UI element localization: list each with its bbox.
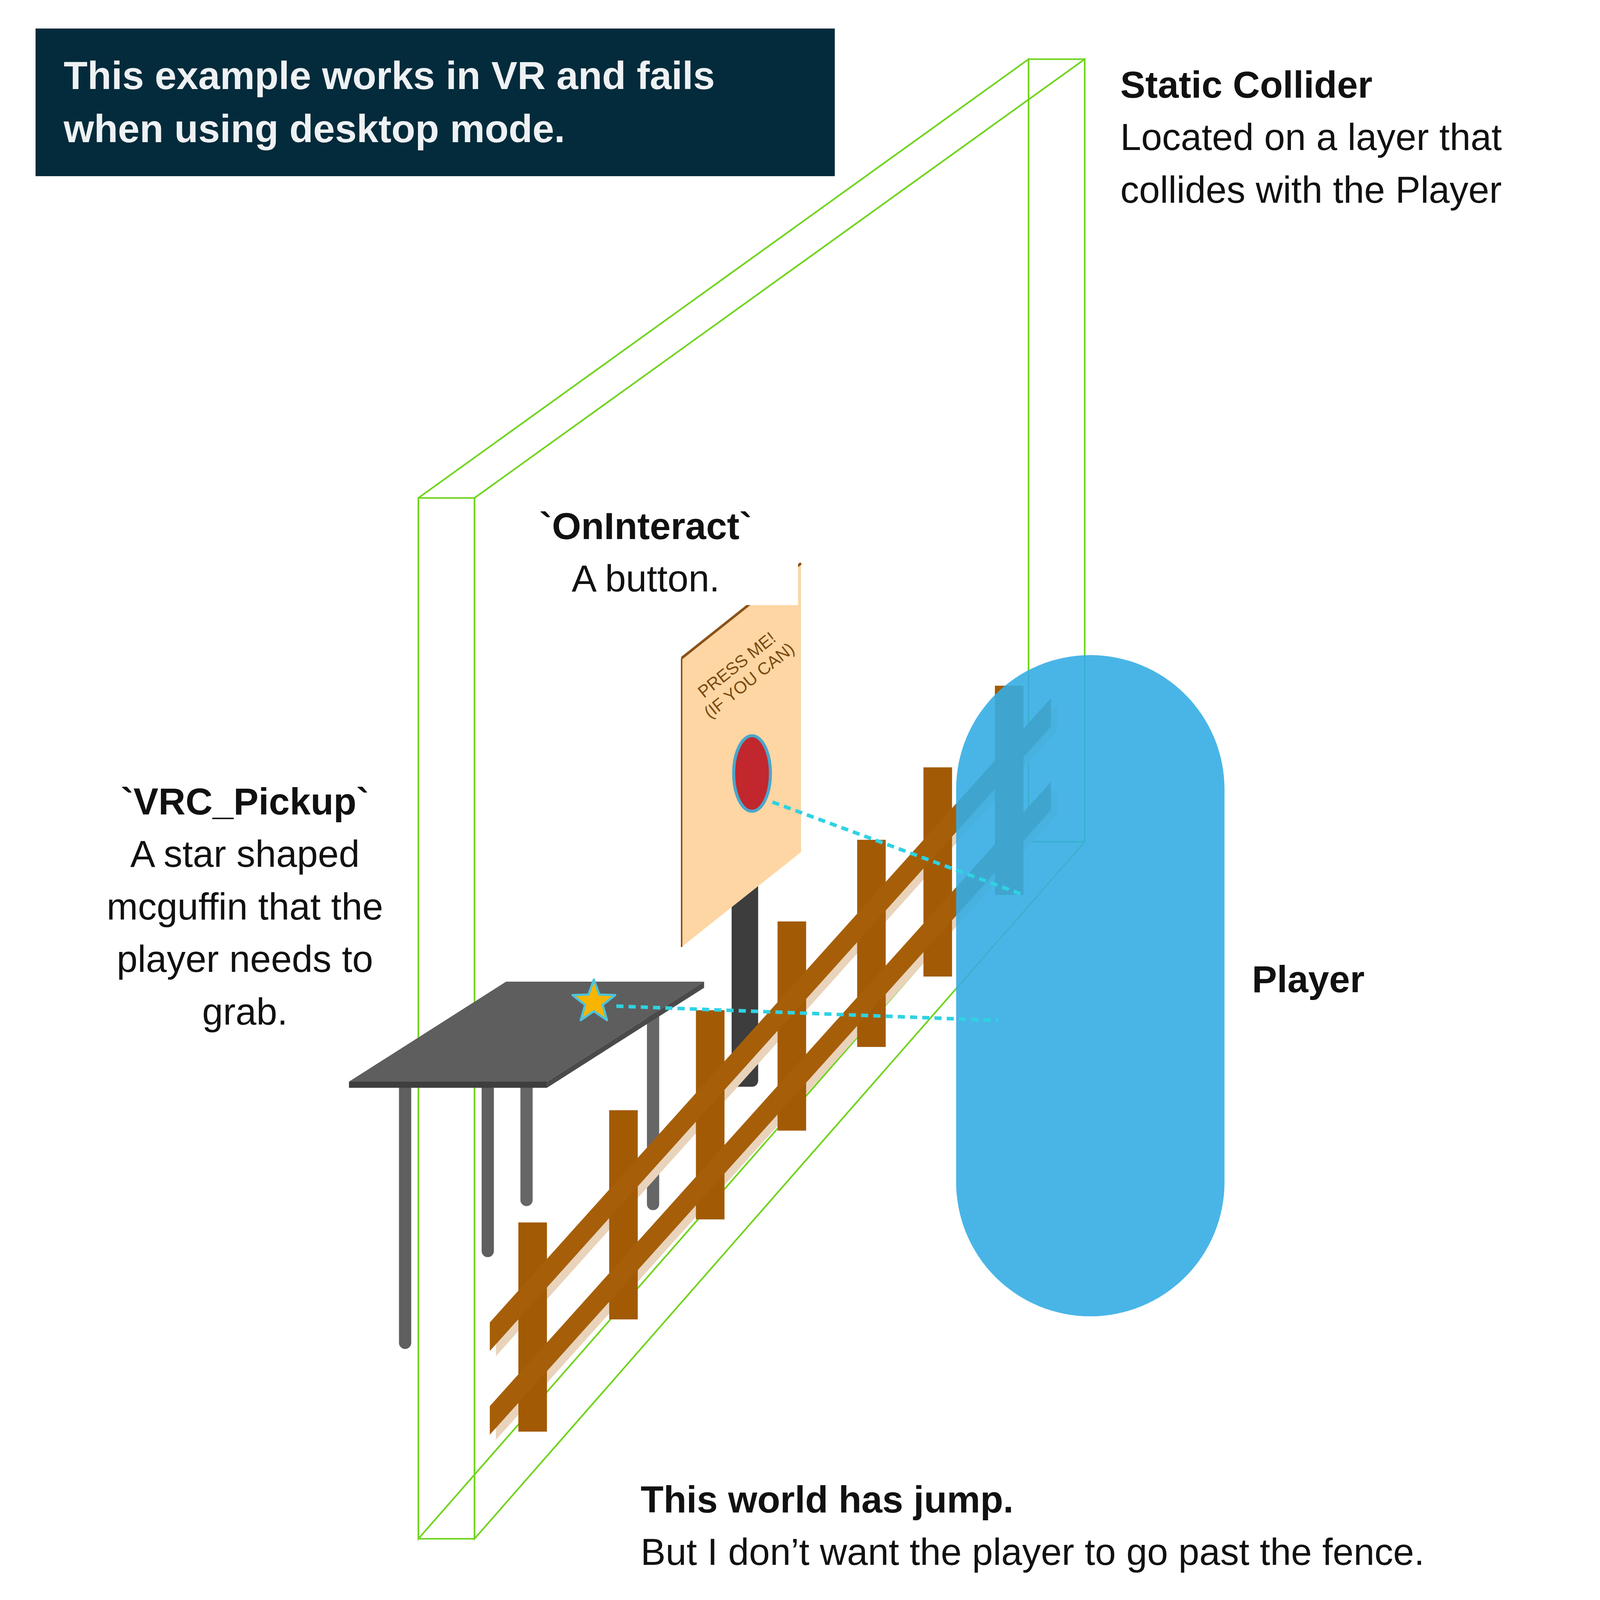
table-leg — [520, 1086, 533, 1200]
heading-label: `OnInteract` — [493, 500, 799, 553]
body-label: A button. — [493, 552, 799, 605]
reach-line — [616, 1006, 999, 1021]
red-button — [733, 735, 771, 811]
heading-label: This world has jump. — [640, 1473, 1586, 1526]
player-capsule — [956, 655, 1225, 1317]
star-pickup — [572, 979, 616, 1021]
jump-note: This world has jump.But I don’t want the… — [640, 1473, 1586, 1579]
reach-lines — [616, 801, 1024, 1021]
table-edge — [348, 1081, 547, 1088]
heading-label: Static Collider — [1120, 58, 1586, 111]
collider-edge — [418, 1537, 475, 1540]
table-edge — [546, 981, 704, 1088]
table-leg — [398, 1086, 411, 1343]
sign-edge — [680, 658, 683, 947]
fence-posts — [518, 685, 1024, 1432]
note-box: This example works in VR and fails when … — [35, 28, 835, 177]
heading-label: Player — [1251, 953, 1526, 1006]
body-label: (IF YOU CAN) — [678, 621, 820, 740]
sign-text: PRESS ME!(IF YOU CAN) — [666, 606, 820, 740]
collider-edge — [1028, 58, 1085, 60]
heading-label: `VRC_Pickup` — [80, 775, 409, 828]
pickup-note: `VRC_Pickup`A star shaped mcguffin that … — [80, 775, 409, 1038]
body-label: PRESS ME! — [666, 606, 808, 724]
body-label: But I don’t want the player to go past t… — [640, 1525, 1586, 1579]
table-leg — [481, 1086, 494, 1252]
body-label: A star shaped mcguffin that the player n… — [80, 827, 409, 1038]
reach-line — [772, 801, 1024, 895]
collider-edge — [418, 497, 475, 499]
collider-note: Static ColliderLocated on a layer that c… — [1120, 58, 1586, 217]
sign-board — [681, 563, 802, 947]
body-label: Located on a layer that collides with th… — [1120, 110, 1586, 217]
player-note: Player — [1251, 953, 1526, 1006]
button-note: `OnInteract`A button. — [493, 500, 799, 606]
note-text: This example works in VR and fails when … — [63, 48, 806, 156]
